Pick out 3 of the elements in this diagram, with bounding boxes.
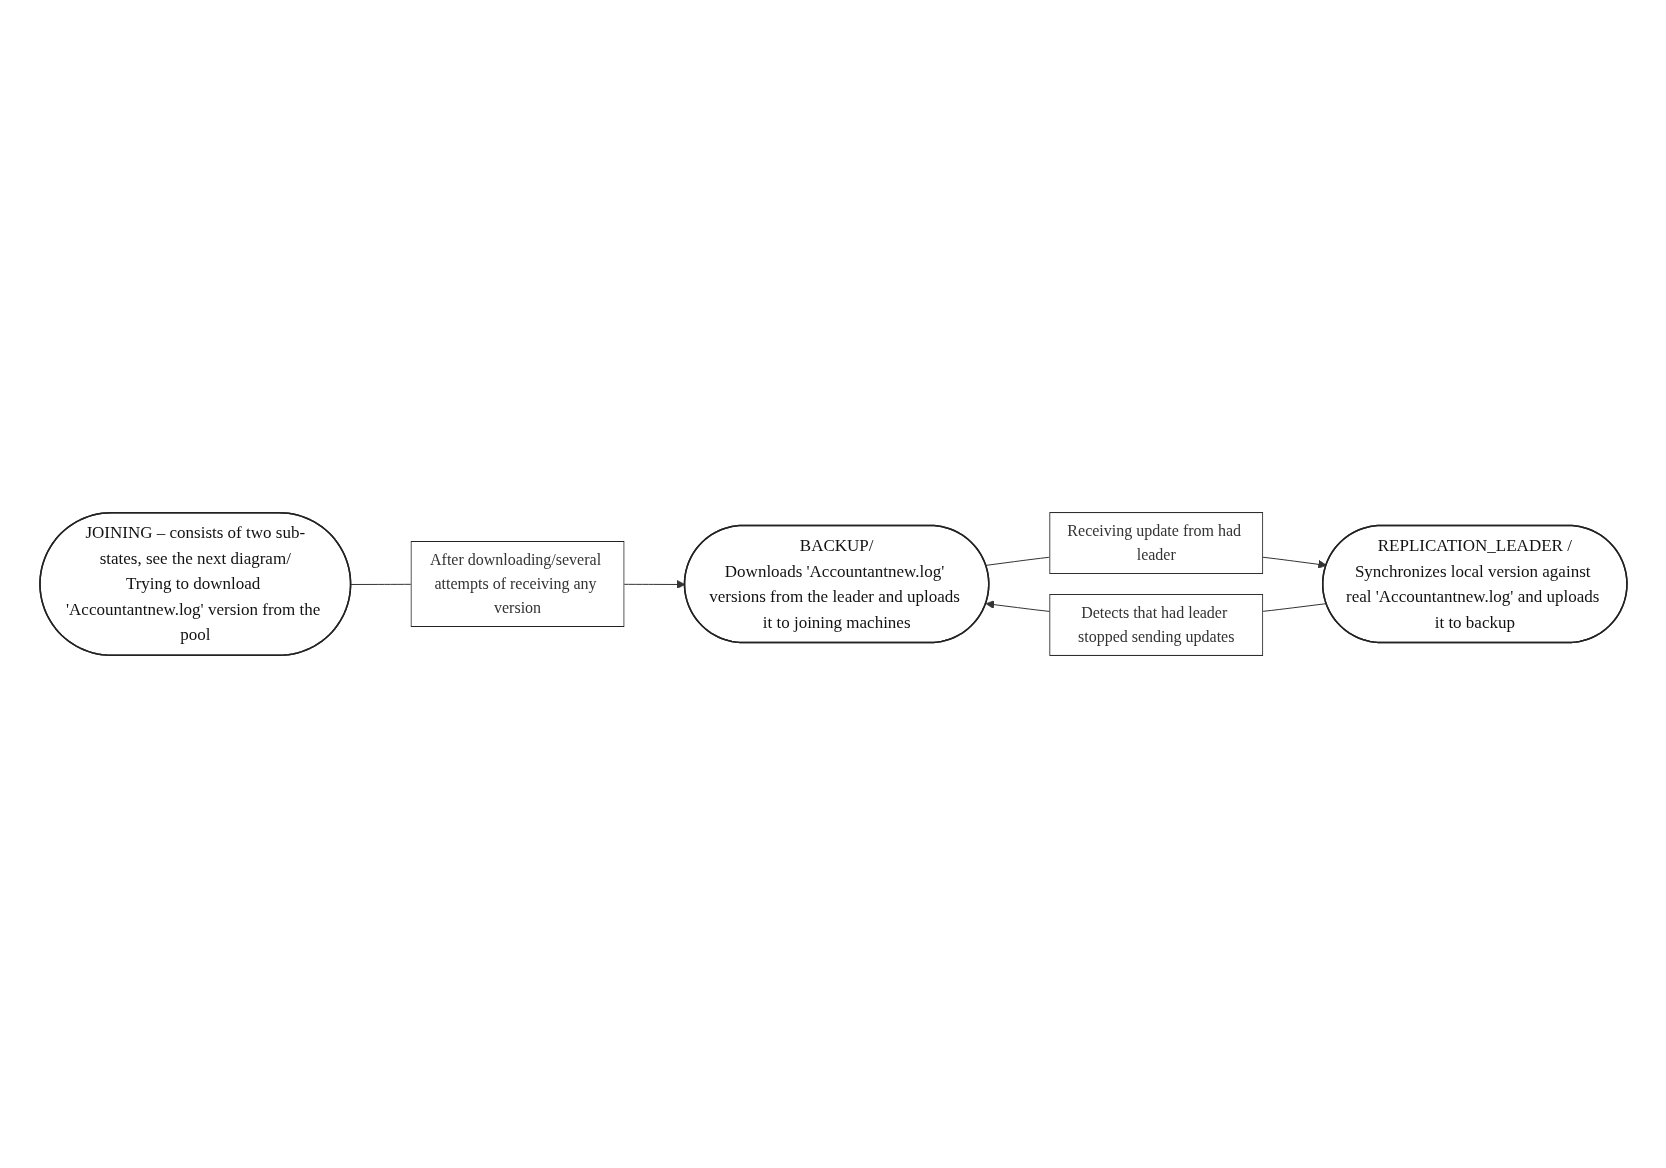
edge-label: Receiving update from had leader xyxy=(1066,522,1241,564)
edge-label: After downloading/several attempts of receiving any version xyxy=(429,551,601,616)
edge-label: Detects that had leader stopped sending updates xyxy=(1077,603,1234,645)
